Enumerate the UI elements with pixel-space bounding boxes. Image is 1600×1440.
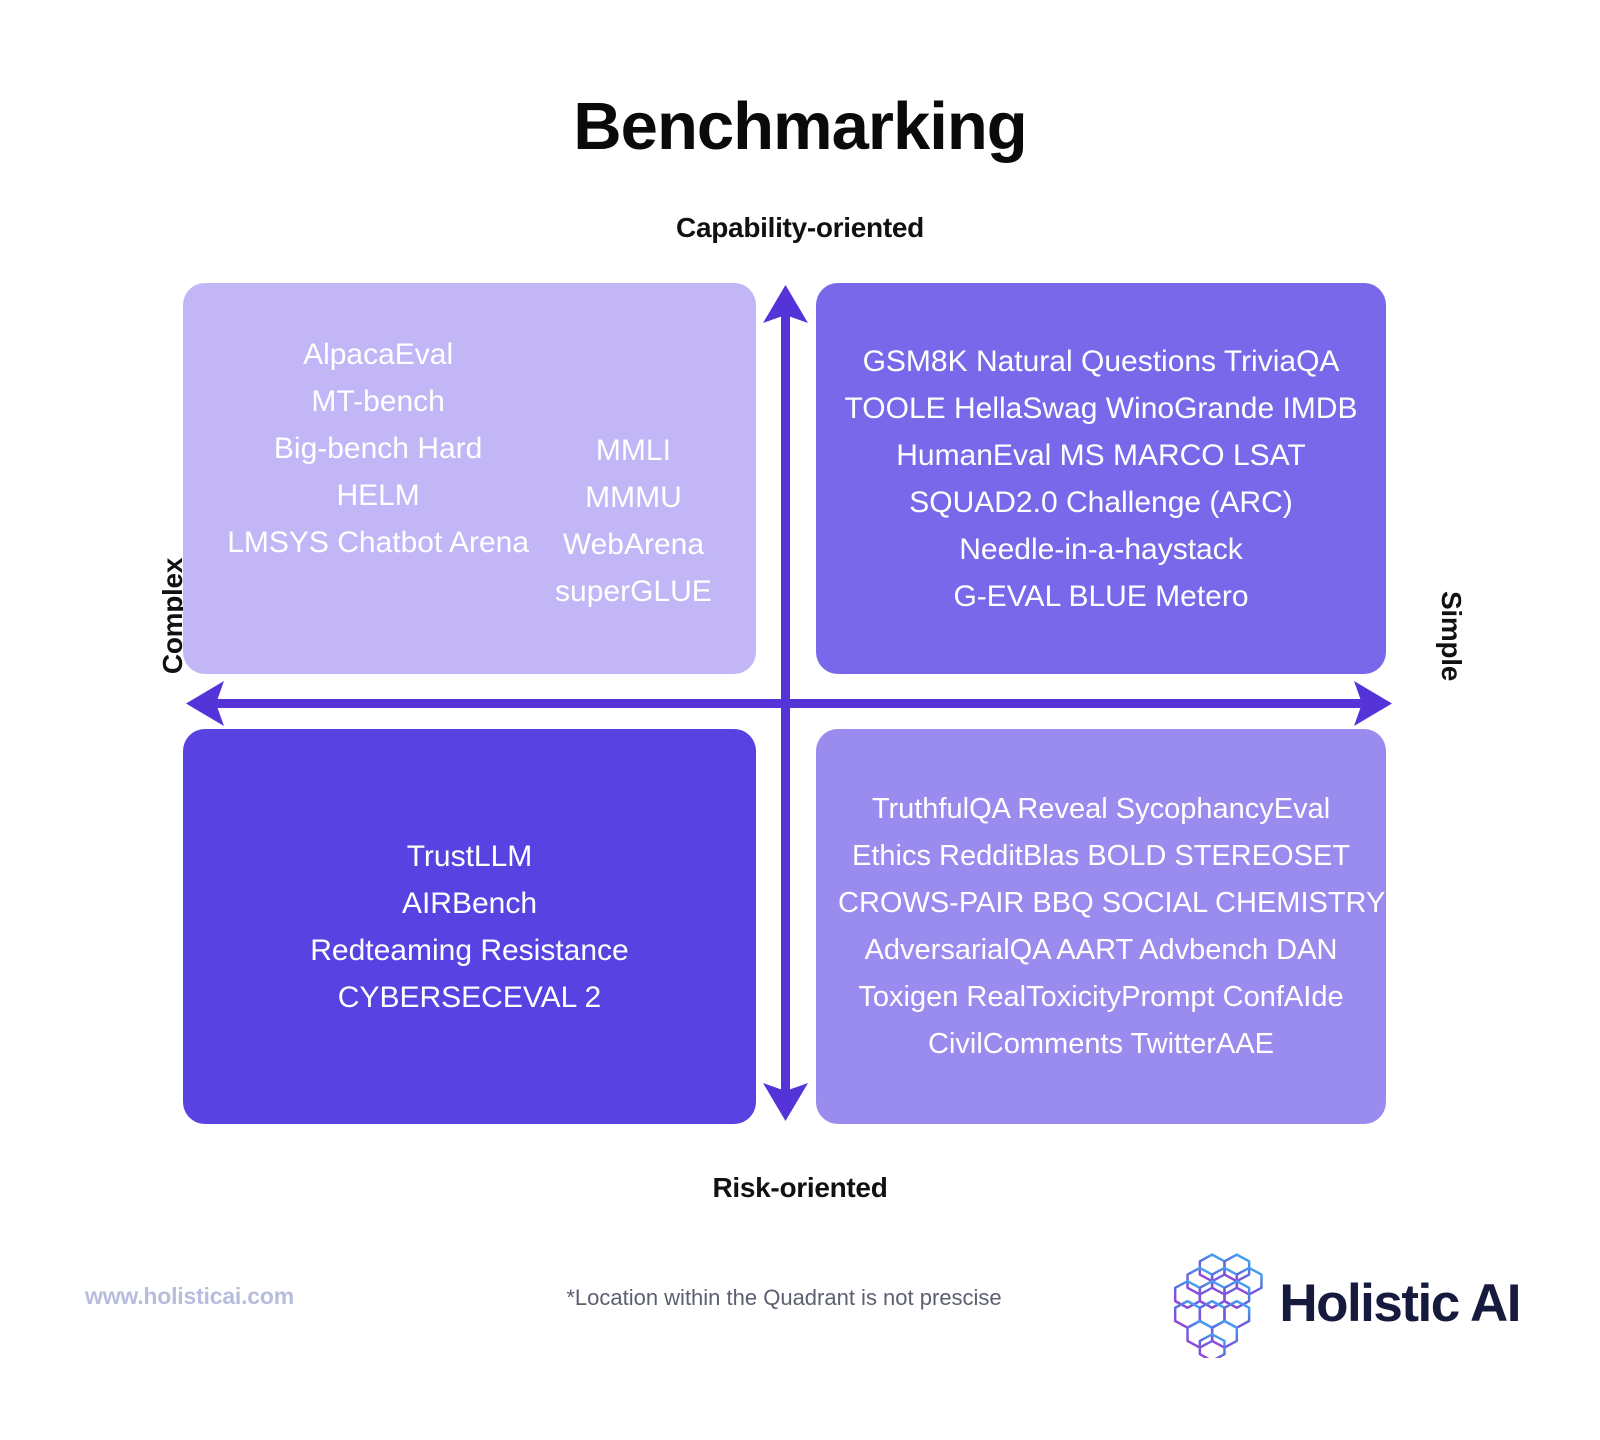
quadrant-tl-column-b: MMLI MMMU WebArena superGLUE xyxy=(555,331,712,615)
brand-lockup: Holistic AI xyxy=(1167,1248,1521,1358)
benchmark-item: WebArena xyxy=(562,527,705,561)
benchmark-item: superGLUE xyxy=(555,574,712,608)
benchmark-item: Big-bench Hard xyxy=(273,431,483,465)
quadrant-tr-lines: GSM8K Natural Questions TriviaQA TOOLE H… xyxy=(838,338,1364,620)
axis-label-top: Capability-oriented xyxy=(676,212,924,243)
quadrant-bl-lines: TrustLLM AIRBench Redteaming Resistance … xyxy=(205,833,734,1021)
quadrant-simple-risk: TruthfulQA Reveal SycophancyEval Ethics … xyxy=(816,729,1442,1124)
benchmark-item: AIRBench xyxy=(401,886,538,920)
brand-wordmark: Holistic AI xyxy=(1279,1273,1521,1333)
benchmark-item: Ethics RedditBlas BOLD STEREOSET xyxy=(852,839,1350,872)
benchmark-item: Redteaming Resistance xyxy=(310,933,629,967)
benchmark-item: AdversarialQA AART Advbench DAN xyxy=(864,933,1338,966)
benchmark-item: GSM8K Natural Questions TriviaQA xyxy=(862,344,1340,378)
benchmark-item: Toxigen RealToxicityPrompt ConfAIde xyxy=(858,980,1344,1013)
quadrant-complex-risk: TrustLLM AIRBench Redteaming Resistance … xyxy=(183,729,756,1124)
benchmark-item: MMLI xyxy=(595,433,671,467)
axis-label-bottom: Risk-oriented xyxy=(712,1172,888,1203)
benchmark-item: CROWS-PAIR BBQ SOCIAL CHEMISTRY 101 xyxy=(838,886,1442,919)
benchmark-item: LMSYS Chatbot Arena xyxy=(227,525,530,559)
benchmark-item: MMMU xyxy=(585,480,682,514)
page-title: Benchmarking xyxy=(573,89,1027,164)
benchmark-item: MT-bench xyxy=(311,384,445,418)
benchmark-item: CYBERSECEVAL 2 xyxy=(337,980,602,1014)
benchmark-item: AlpacaEval xyxy=(303,337,454,371)
benchmark-item: HELM xyxy=(336,478,420,512)
disclaimer-note: *Location within the Quadrant is not pre… xyxy=(566,1285,1002,1310)
benchmark-item: SQUAD2.0 Challenge (ARC) xyxy=(909,485,1293,519)
benchmark-item: CivilComments TwitterAAE xyxy=(928,1027,1274,1060)
benchmark-item: TOOLE HellaSwag WinoGrande IMDB xyxy=(844,391,1358,425)
benchmark-item: G-EVAL BLUE Metero xyxy=(953,579,1249,613)
benchmark-item: HumanEval MS MARCO LSAT xyxy=(896,438,1306,472)
quadrant-simple-capability: GSM8K Natural Questions TriviaQA TOOLE H… xyxy=(816,283,1386,674)
holistic-ai-lattice-icon xyxy=(1174,1253,1264,1358)
quadrant-complex-capability: AlpacaEval MT-bench Big-bench Hard HELM … xyxy=(183,283,756,674)
quadrant-tl-column-a: AlpacaEval MT-bench Big-bench Hard HELM … xyxy=(227,331,529,566)
benchmark-item: TruthfulQA Reveal SycophancyEval xyxy=(871,792,1331,825)
benchmark-item: TrustLLM xyxy=(406,839,533,873)
benchmark-item: Needle-in-a-haystack xyxy=(959,532,1243,566)
quadrant-br-lines: TruthfulQA Reveal SycophancyEval Ethics … xyxy=(838,786,1442,1068)
website-url[interactable]: www.holisticai.com xyxy=(85,1283,294,1309)
